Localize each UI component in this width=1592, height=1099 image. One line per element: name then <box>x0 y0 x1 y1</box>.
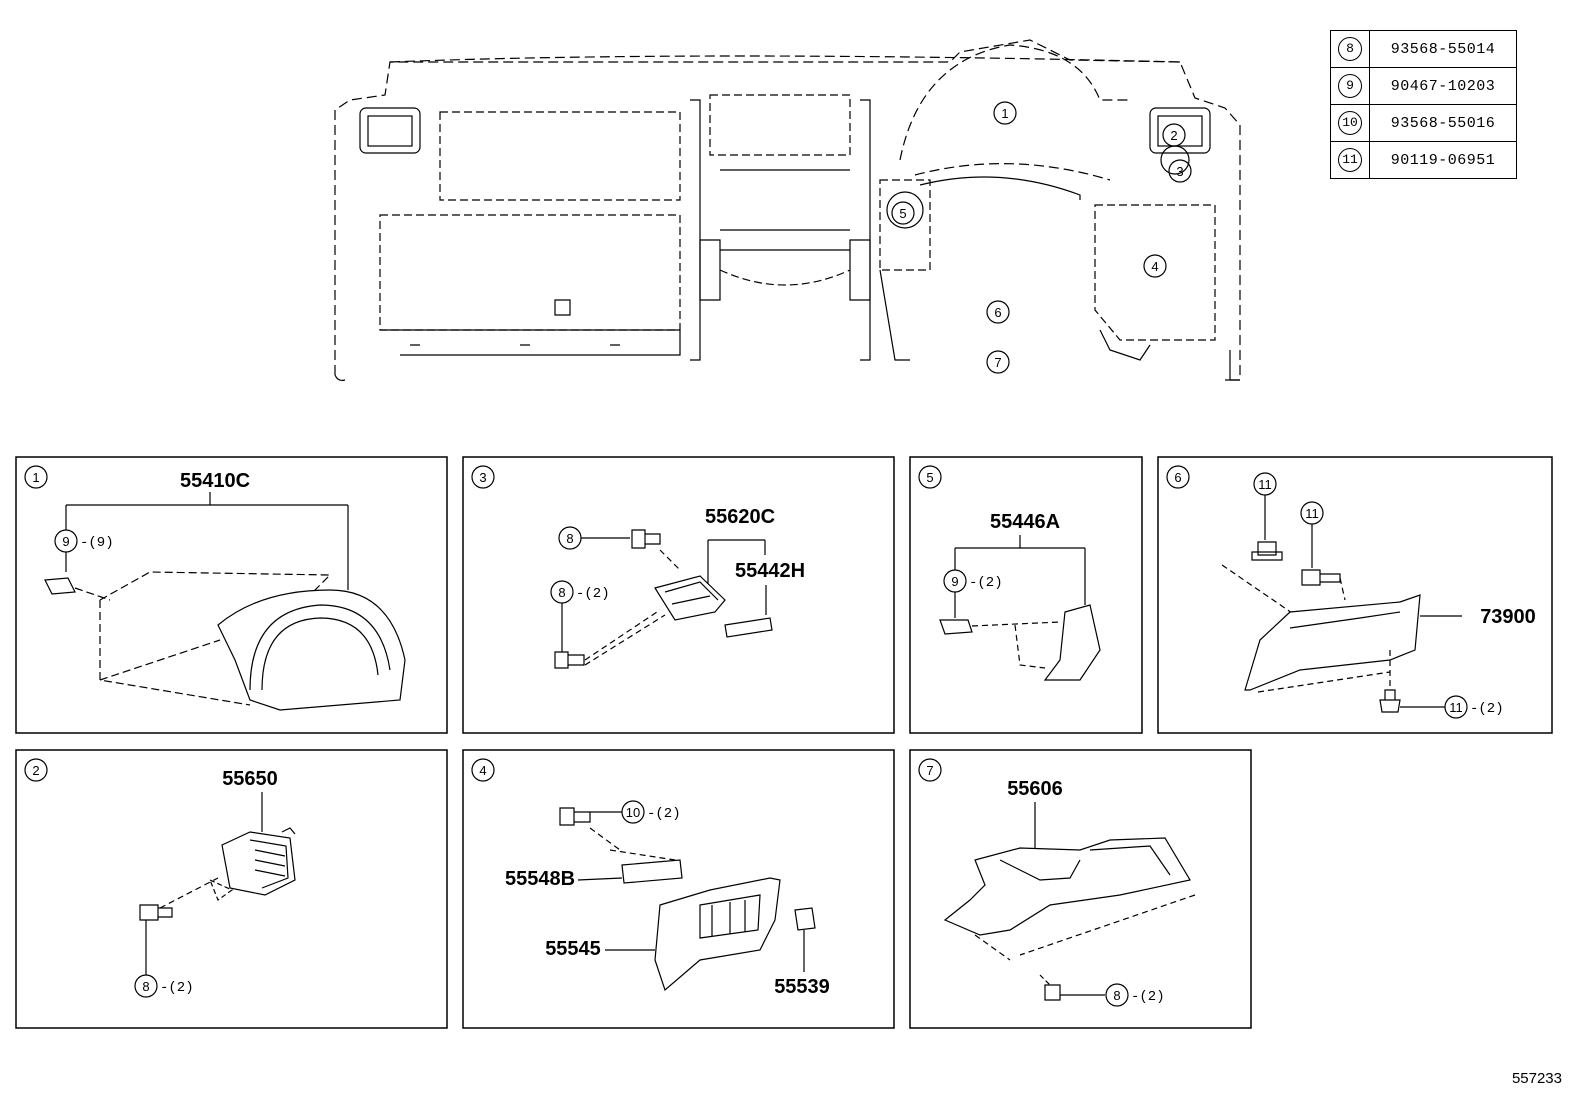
reference-row: 11 90119-06951 <box>1330 141 1517 179</box>
panel-1: 1 55410C 9 -(9) <box>15 456 448 734</box>
panel-5: 5 55446A 9 -(2) <box>909 456 1143 734</box>
svg-text:5: 5 <box>899 206 906 221</box>
qty-label: -(2) <box>1131 989 1165 1005</box>
overview-callout-6: 6 <box>986 300 1010 324</box>
overview-callout-7: 7 <box>986 350 1010 374</box>
qty-label: -(2) <box>160 980 194 996</box>
part-label-55442H: 55442H <box>735 560 805 582</box>
panel-4: 4 10 -(2) 55548B 55545 55539 <box>462 749 895 1029</box>
part-label-73900: 73900 <box>1480 606 1536 628</box>
panel-number: 2 <box>32 763 39 778</box>
reference-row: 8 93568-55014 <box>1330 30 1517 68</box>
overview-callout-1: 1 <box>993 101 1017 125</box>
qty-label: -(2) <box>647 806 681 822</box>
qty-label: -(9) <box>80 535 114 551</box>
overview-callout-5: 5 <box>891 201 915 225</box>
panel-number: 4 <box>479 763 486 778</box>
svg-text:4: 4 <box>1151 259 1158 274</box>
overview-callouts: 1 2 3 4 5 6 7 <box>891 101 1192 374</box>
callout-9: 9 <box>62 534 69 549</box>
reference-row: 10 93568-55016 <box>1330 104 1517 142</box>
panel-number: 3 <box>479 470 486 485</box>
qty-label: -(2) <box>1470 701 1504 717</box>
svg-text:1: 1 <box>1001 106 1008 121</box>
panel-number: 5 <box>926 470 933 485</box>
panel-3: 3 55620C 55442H 8 8 -(2) <box>462 456 895 734</box>
qty-label: -(2) <box>576 586 610 602</box>
panel-7: 7 55606 8 -(2) <box>909 749 1252 1029</box>
part-number: 90467-10203 <box>1369 67 1517 105</box>
callout-11: 11 <box>1258 477 1272 492</box>
part-label-55545: 55545 <box>545 938 601 960</box>
callout-8: 8 <box>142 979 149 994</box>
callout-9: 9 <box>951 574 958 589</box>
panel-number: 6 <box>1174 470 1181 485</box>
part-label-55446A: 55446A <box>990 511 1060 533</box>
qty-label: -(2) <box>969 575 1003 591</box>
callout-8: 8 <box>566 531 573 546</box>
part-label-55650: 55650 <box>222 768 278 790</box>
overview-callout-3: 3 <box>1168 159 1192 183</box>
reference-row: 9 90467-10203 <box>1330 67 1517 105</box>
svg-text:3: 3 <box>1176 164 1183 179</box>
overview-callout-4: 4 <box>1143 254 1167 278</box>
callout-8: 8 <box>558 585 565 600</box>
part-number: 93568-55014 <box>1369 30 1517 68</box>
svg-text:2: 2 <box>1170 128 1177 143</box>
part-number: 90119-06951 <box>1369 141 1517 179</box>
callout-11: 11 <box>1449 700 1463 715</box>
part-label-55620C: 55620C <box>705 506 775 528</box>
part-label-55539: 55539 <box>774 976 830 998</box>
diagram-id: 557233 <box>1511 1070 1562 1087</box>
reference-table: 8 93568-55014 9 90467-10203 10 93568-550… <box>1330 30 1517 179</box>
part-label-55606: 55606 <box>1007 778 1063 800</box>
callout-10: 10 <box>626 805 640 820</box>
part-number: 93568-55016 <box>1369 104 1517 142</box>
overview-callout-2: 2 <box>1162 123 1186 147</box>
callout-8: 8 <box>1113 988 1120 1003</box>
callout-circle: 11 <box>1338 148 1362 172</box>
callout-circle: 9 <box>1338 74 1362 98</box>
panel-6: 6 11 11 73900 11 -(2) <box>1157 456 1553 734</box>
panel-number: 1 <box>32 470 39 485</box>
panel-2: 2 55650 8 -(2) <box>15 749 448 1029</box>
part-label-55548B: 55548B <box>505 868 575 890</box>
svg-text:7: 7 <box>994 355 1001 370</box>
callout-circle: 10 <box>1338 111 1362 135</box>
svg-text:6: 6 <box>994 305 1001 320</box>
panel-number: 7 <box>926 763 933 778</box>
callout-circle: 8 <box>1338 37 1362 61</box>
callout-11: 11 <box>1305 506 1319 521</box>
part-label-55410C: 55410C <box>180 470 250 492</box>
dashboard-overview <box>334 39 1241 382</box>
